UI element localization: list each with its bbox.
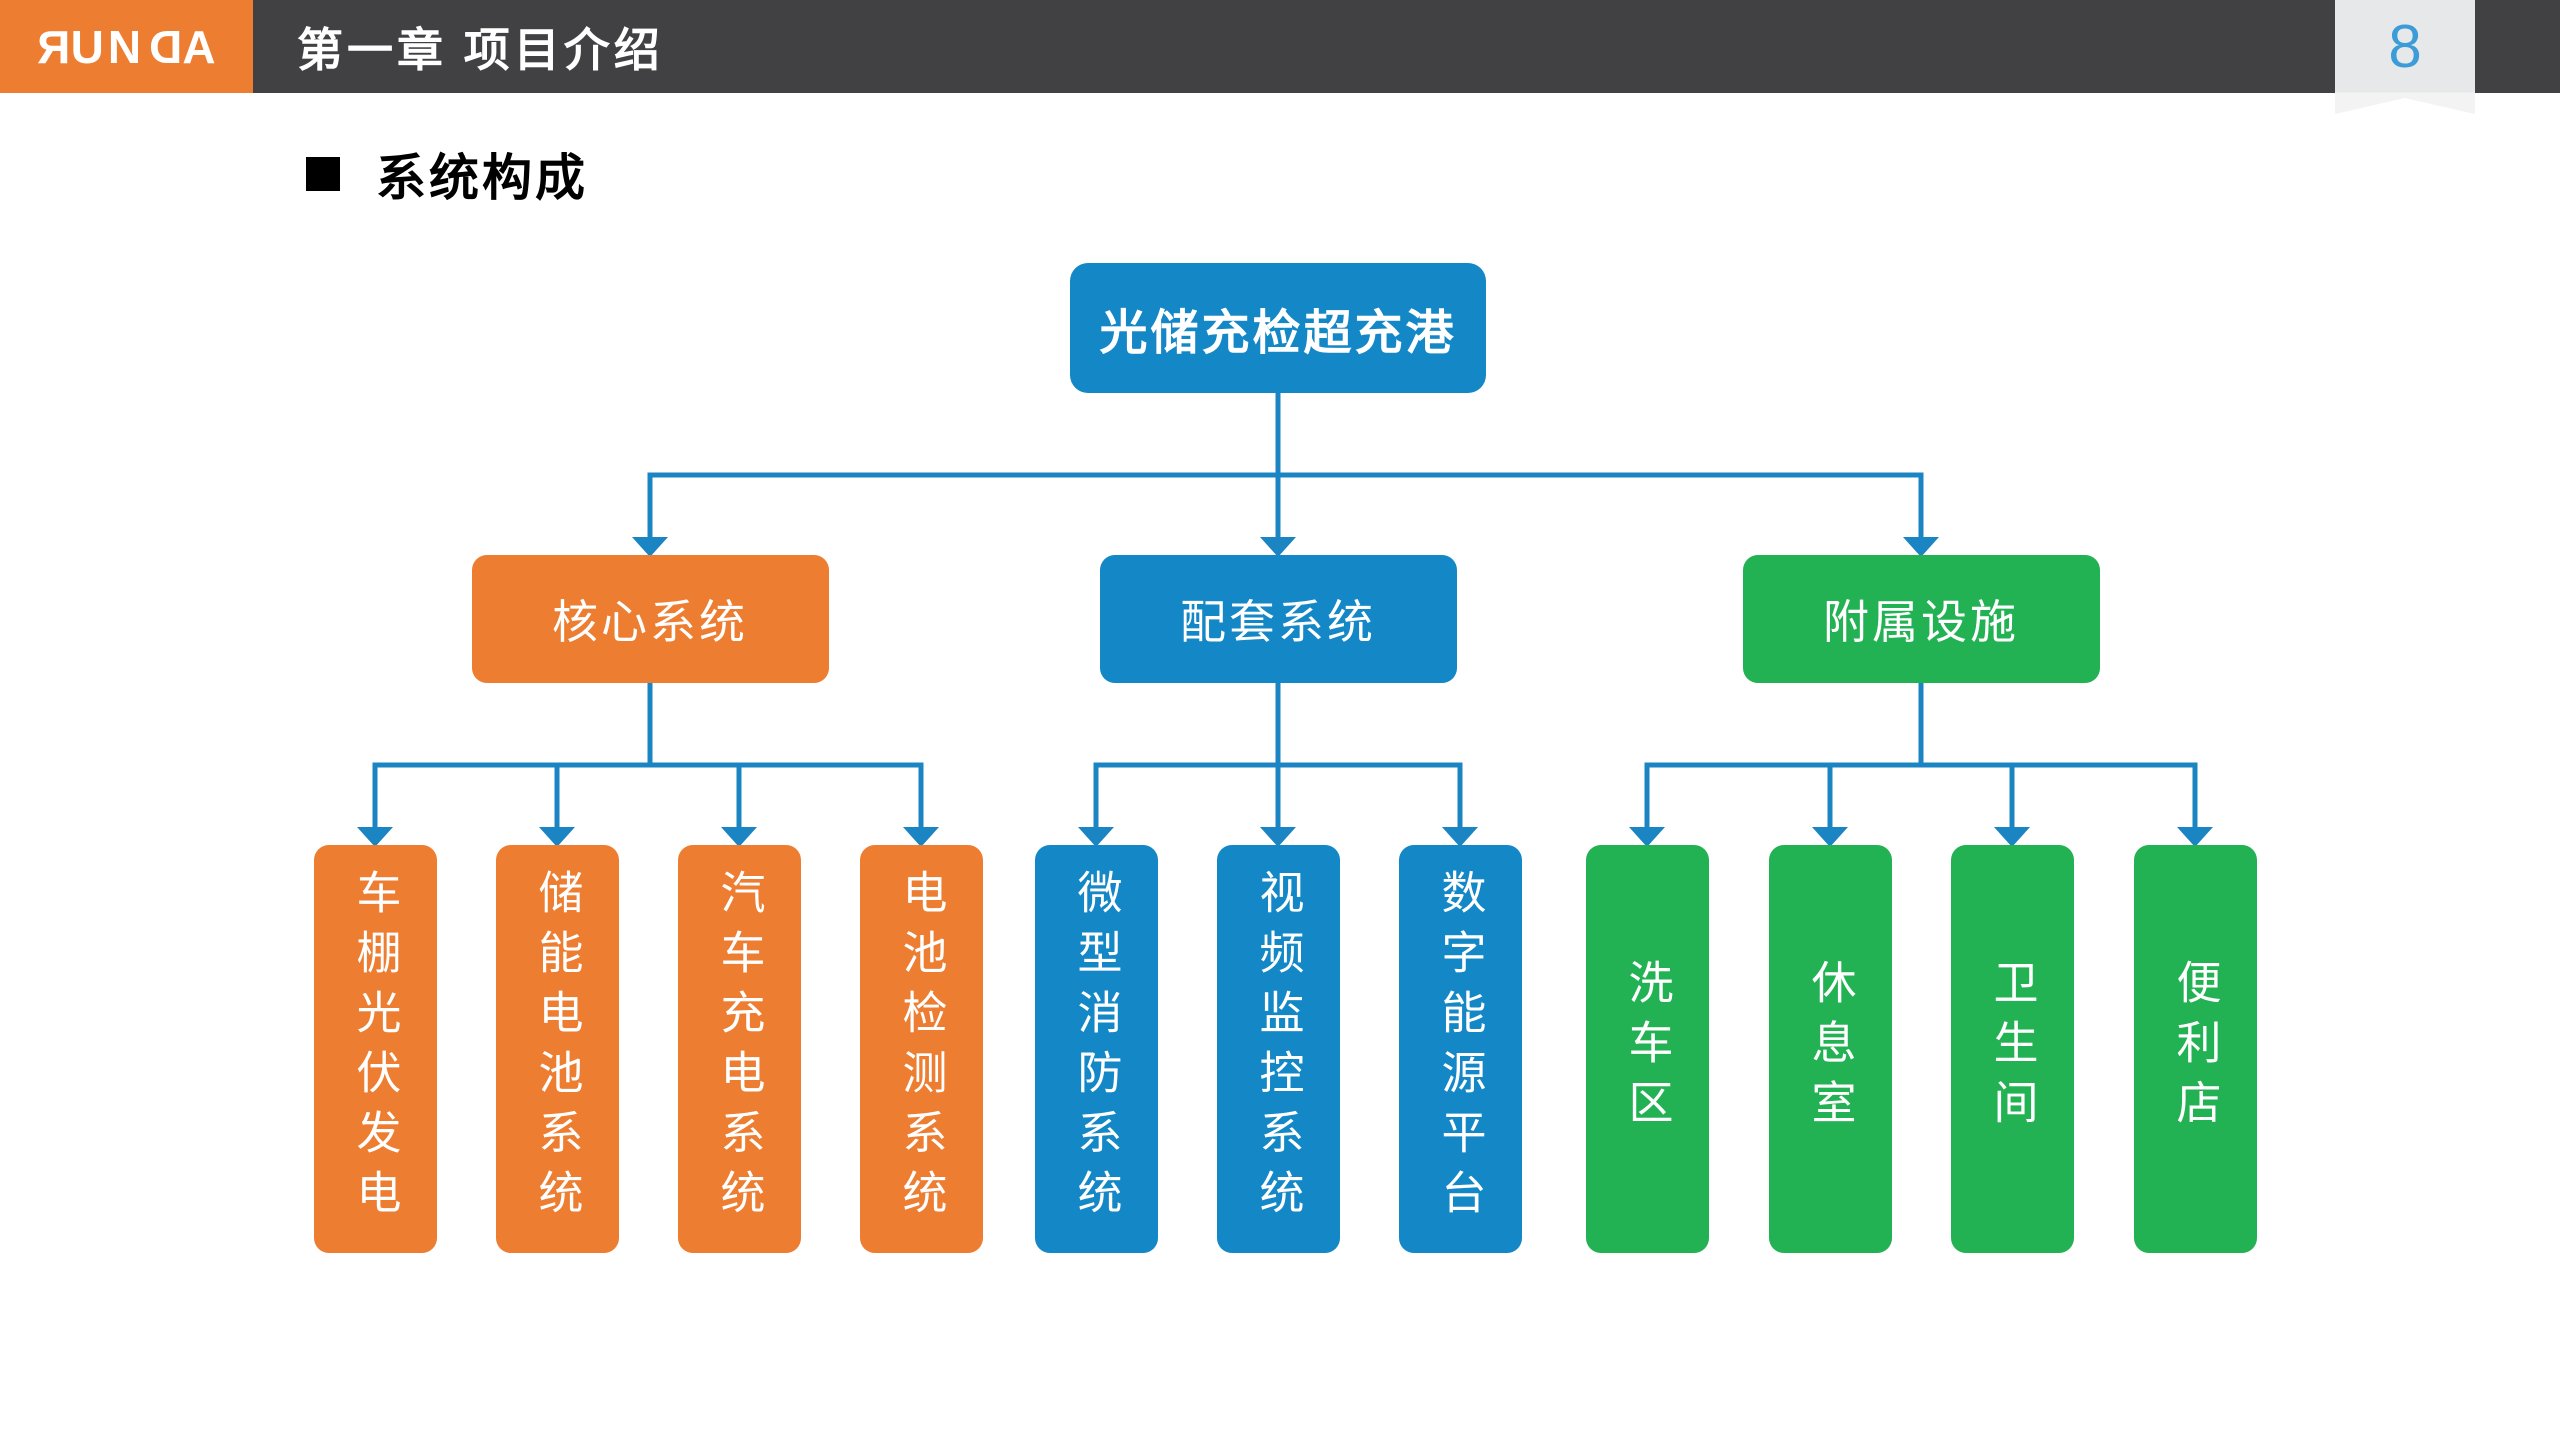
branch-node: 配套系统: [1099, 555, 1457, 683]
logo-letter: U: [70, 20, 108, 73]
leaf-node: 卫生间: [1950, 845, 2074, 1253]
section-title-row: 系统构成: [306, 138, 588, 210]
leaf-node: 电池检测系统: [859, 845, 983, 1253]
logo-letter: N: [107, 20, 146, 73]
leaf-node: 车棚光伏发电: [313, 845, 437, 1253]
square-bullet-icon: [306, 157, 340, 191]
section-title: 系统构成: [376, 150, 588, 206]
root-node: 光储充检超充港: [1070, 263, 1486, 393]
branch-node: 核心系统: [471, 555, 829, 683]
page-number-ribbon: 8: [2335, 0, 2475, 114]
leaf-node: 汽车充电系统: [677, 845, 801, 1253]
leaf-node: 视频监控系统: [1216, 845, 1340, 1253]
page-number: 8: [2388, 13, 2422, 80]
leaf-node: 便利店: [2133, 845, 2257, 1253]
leaf-node: 休息室: [1768, 845, 1892, 1253]
leaf-node: 洗车区: [1585, 845, 1709, 1253]
chapter-title: 第一章 项目介绍: [297, 23, 664, 76]
leaf-node: 储能电池系统: [495, 845, 619, 1253]
leaf-node: 微型消防系统: [1034, 845, 1158, 1253]
branch-node: 附属设施: [1742, 555, 2100, 683]
leaf-node: 数字能源平台: [1398, 845, 1522, 1253]
logo-letter: A: [182, 20, 220, 73]
